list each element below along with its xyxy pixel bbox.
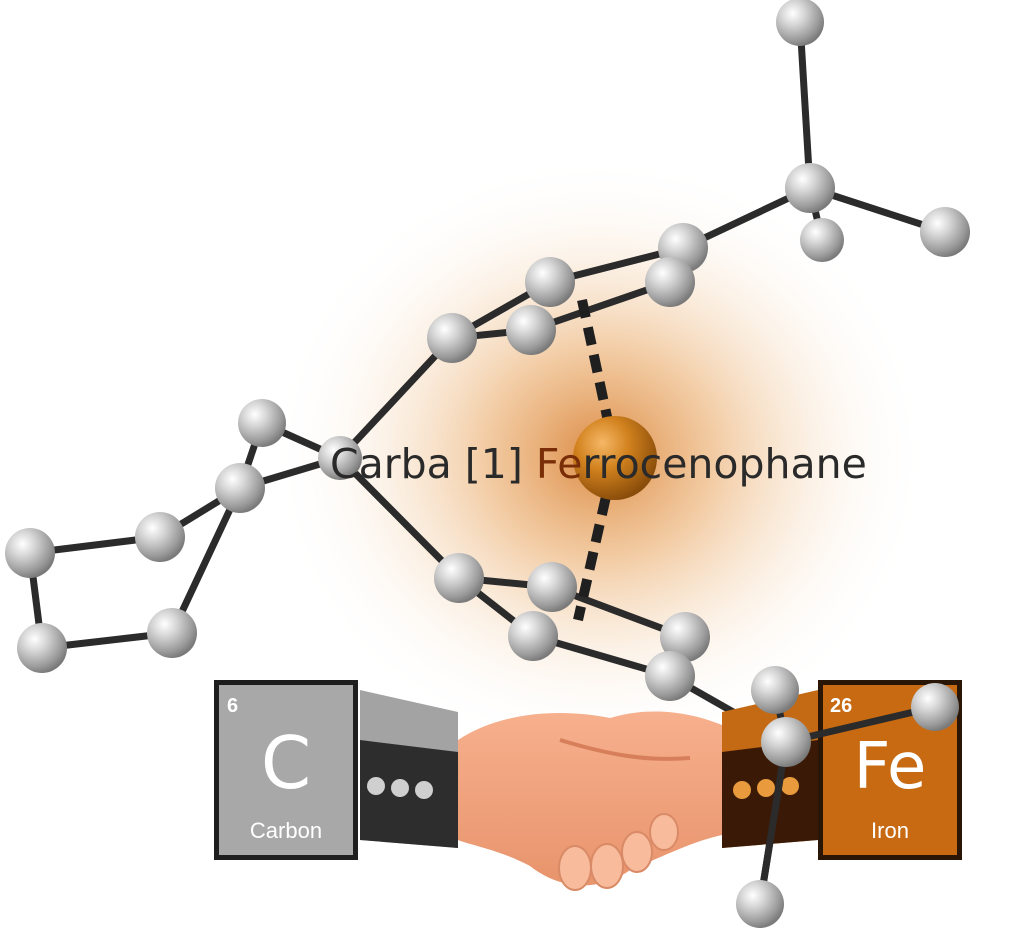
svg-text:C: C [261, 721, 311, 805]
carbon-atoms-upper [5, 0, 970, 701]
element-tile-carbon: 6 C Carbon [214, 680, 358, 860]
molecule-name: Carba [1] Ferrocenophane [330, 440, 867, 488]
svg-text:Carbon: Carbon [250, 818, 322, 843]
iron-atom [573, 416, 657, 500]
svg-text:6: 6 [227, 695, 238, 717]
svg-text:Fe: Fe [854, 730, 927, 804]
fe-highlight: Fe [536, 440, 583, 488]
handshake-icon [360, 690, 818, 891]
svg-text:Iron: Iron [871, 818, 909, 843]
centroid-dashed-line [573, 298, 617, 622]
carbon-atoms-lower [736, 666, 959, 928]
svg-text:26: 26 [830, 695, 852, 717]
